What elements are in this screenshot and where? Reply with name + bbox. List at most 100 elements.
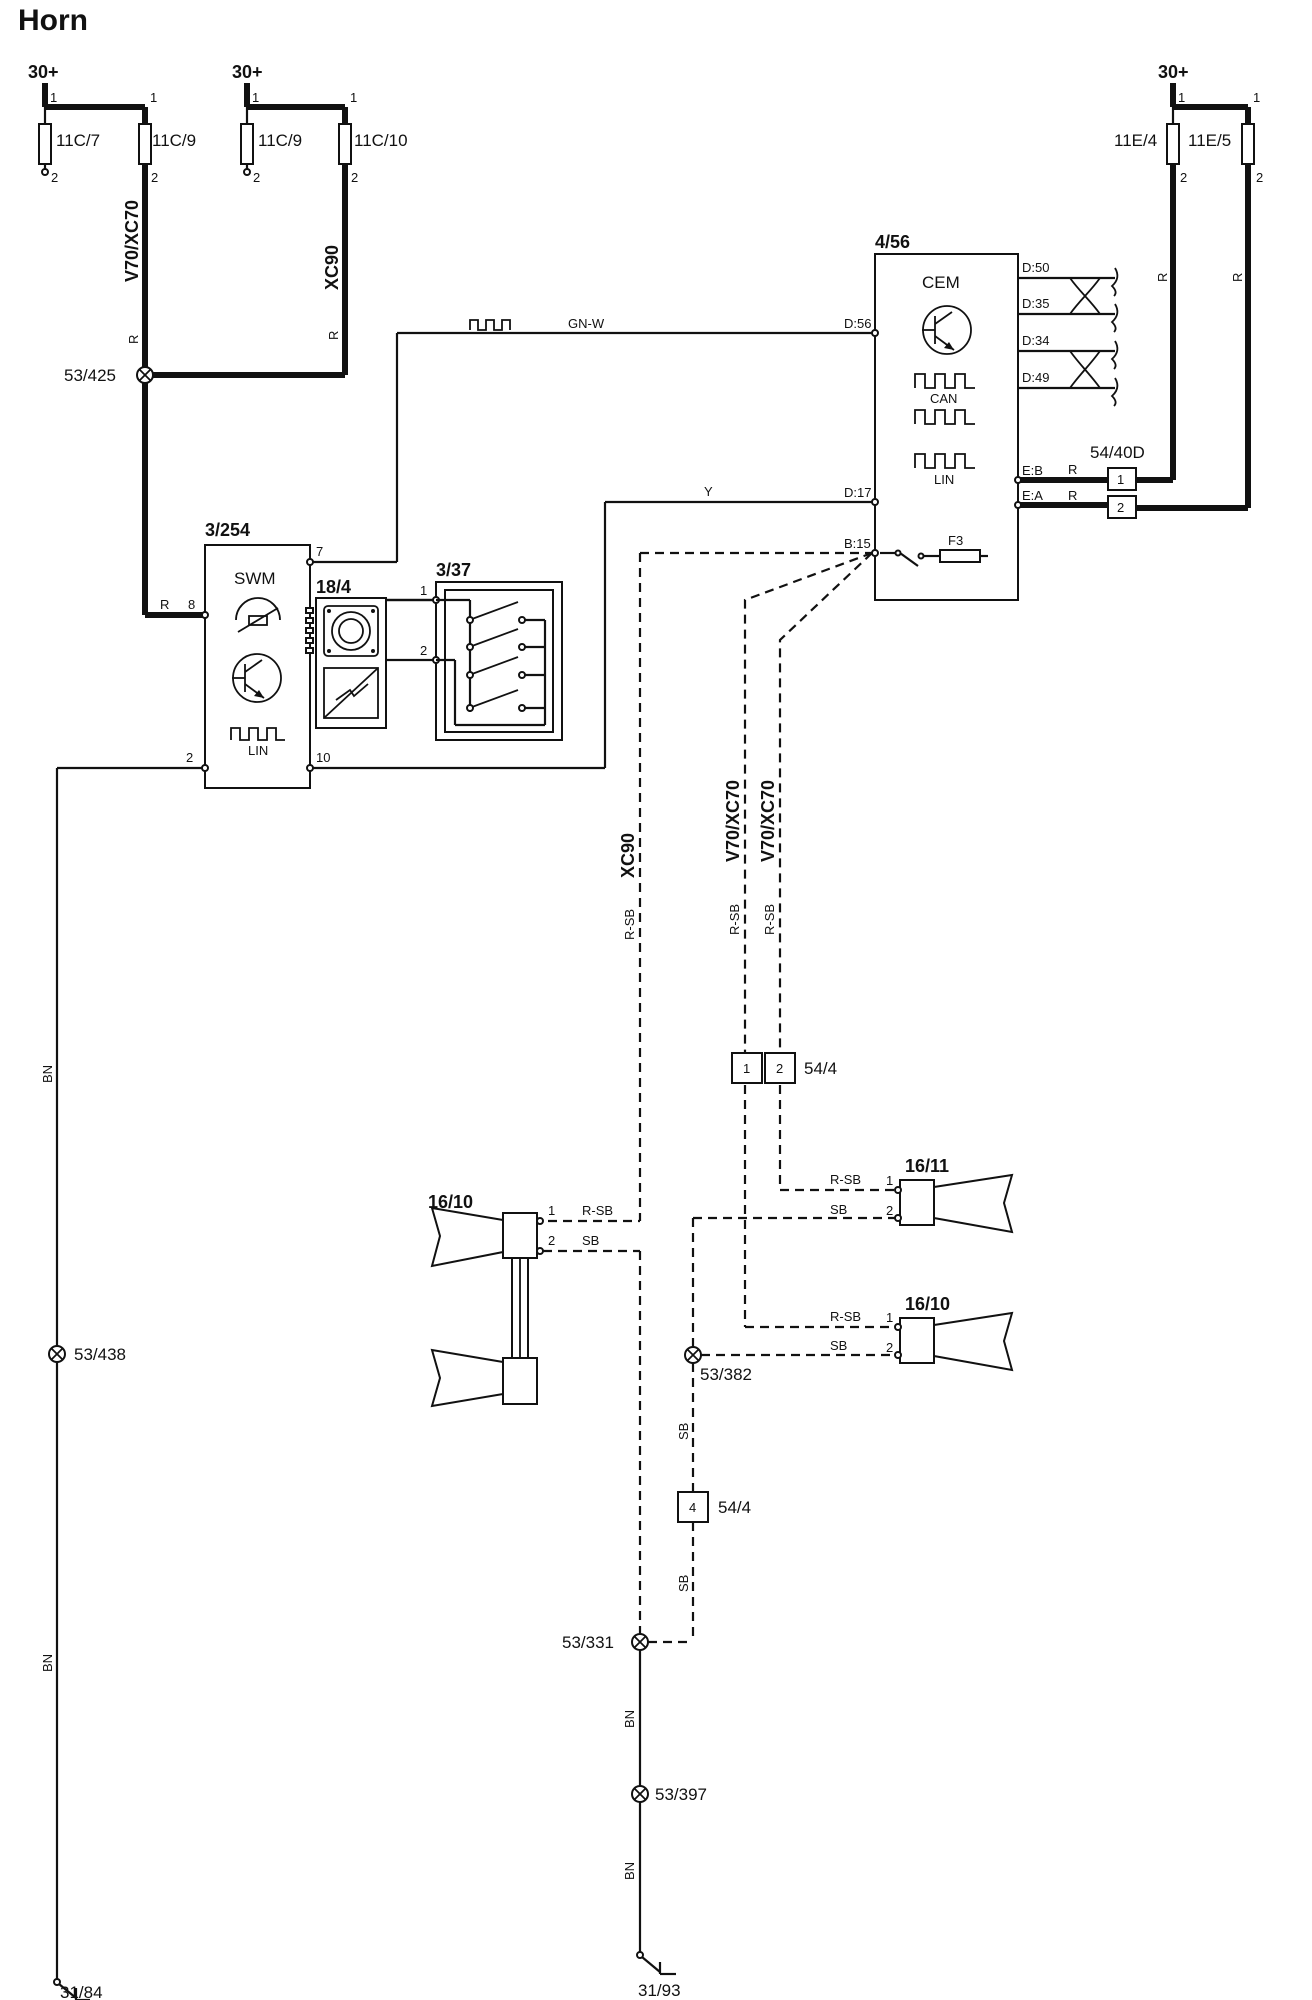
- svg-text:53/331: 53/331: [562, 1633, 614, 1652]
- svg-text:2: 2: [51, 170, 58, 185]
- transistor-icon: [232, 653, 282, 703]
- svg-text:V70/XC70: V70/XC70: [723, 780, 743, 862]
- cem-id: 4/56: [875, 232, 910, 252]
- connector-54-4-bottom: 4 54/4: [677, 1491, 751, 1523]
- transistor-icon: [922, 305, 972, 355]
- svg-text:B:15: B:15: [844, 536, 871, 551]
- horn-16-10-right: 16/10 1 2 SB: [830, 1294, 1014, 1372]
- svg-text:2: 2: [420, 643, 427, 658]
- svg-text:GN-W: GN-W: [568, 316, 605, 331]
- svg-text:V70/XC70: V70/XC70: [758, 780, 778, 862]
- splice-53-397: 53/397: [631, 1785, 707, 1804]
- svg-text:BN: BN: [40, 1065, 55, 1083]
- svg-text:E:A: E:A: [1022, 488, 1043, 503]
- svg-text:Y: Y: [704, 484, 713, 499]
- switch-contact: [466, 689, 545, 712]
- switch-contact: [466, 628, 545, 651]
- switch-contact: [466, 601, 545, 624]
- svg-text:BN: BN: [40, 1654, 55, 1672]
- svg-text:2: 2: [548, 1233, 555, 1248]
- svg-text:54/4: 54/4: [804, 1059, 837, 1078]
- variant-label-v70xc70: V70/XC70: [122, 200, 142, 282]
- svg-text:R-SB: R-SB: [622, 909, 637, 940]
- wire-r-sb-v70-2: V70/XC70 R-SB R-SB: [758, 552, 898, 1192]
- fuse-11e5: 11E/5 2: [1188, 123, 1263, 185]
- svg-text:SB: SB: [582, 1233, 599, 1248]
- svg-text:R: R: [160, 597, 169, 612]
- horn-16-10-left: 16/10 1 2 R-SB SB: [428, 1192, 613, 1408]
- svg-text:16/11: 16/11: [905, 1156, 949, 1176]
- svg-text:31/93: 31/93: [638, 1981, 681, 2000]
- fuse-11c10: 11C/10 2: [338, 123, 408, 185]
- svg-text:1: 1: [1117, 472, 1124, 487]
- supply-label-right: 30+: [1158, 62, 1189, 82]
- wire-y: Y: [312, 484, 872, 770]
- fuse-group-right: 30+ 1 1 11E/4 2 11E/5 2 R R: [1114, 62, 1263, 508]
- cem-relay-fuse-icon: F3: [880, 533, 988, 567]
- svg-text:2: 2: [1180, 170, 1187, 185]
- fuse-11c9-right: 11C/9 2: [240, 107, 302, 185]
- svg-text:3/37: 3/37: [436, 560, 471, 580]
- svg-text:53/397: 53/397: [655, 1785, 707, 1804]
- splice-53-425: 53/425: [64, 366, 154, 385]
- wire-gn-w: GN-W: [312, 316, 872, 564]
- svg-text:2: 2: [151, 170, 158, 185]
- wire-r-sb-v70-1: V70/XC70 R-SB R-SB: [723, 551, 898, 1329]
- svg-text:1: 1: [548, 1203, 555, 1218]
- svg-text:R-SB: R-SB: [582, 1203, 613, 1218]
- connector-54-40d: 1 2 54/40D: [1090, 443, 1145, 519]
- svg-text:BN: BN: [622, 1710, 637, 1728]
- svg-text:11C/7: 11C/7: [56, 131, 100, 150]
- svg-text:R: R: [326, 331, 341, 340]
- swm-module: 3/254 SWM LIN 7 10 2: [186, 520, 330, 789]
- svg-text:R: R: [1155, 273, 1170, 282]
- ground-31-93: 31/93: [636, 1951, 681, 2000]
- fuse-11e4: 11E/4 2: [1114, 107, 1187, 185]
- wire-r-sb-xc90: XC90 R-SB: [548, 551, 872, 1223]
- wire-bn-right: BN BN: [622, 1650, 642, 1955]
- svg-text:18/4: 18/4: [316, 577, 351, 597]
- svg-text:1: 1: [743, 1061, 750, 1076]
- svg-text:1: 1: [1178, 90, 1185, 105]
- svg-text:2: 2: [186, 750, 193, 765]
- cem-module: 4/56 CEM CAN LIN: [844, 232, 1049, 601]
- svg-text:1: 1: [1253, 90, 1260, 105]
- svg-text:XC90: XC90: [618, 833, 638, 878]
- svg-text:31/84: 31/84: [60, 1983, 103, 2000]
- splice-53-438: 53/438: [48, 1345, 126, 1364]
- svg-text:1: 1: [886, 1310, 893, 1325]
- cem-name: CEM: [922, 273, 960, 292]
- wire-bn-left: BN BN: [40, 766, 203, 1982]
- svg-text:16/10: 16/10: [428, 1192, 473, 1212]
- svg-text:D:17: D:17: [844, 485, 871, 500]
- svg-text:2: 2: [253, 170, 260, 185]
- swm-id: 3/254: [205, 520, 250, 540]
- svg-text:R-SB: R-SB: [830, 1309, 861, 1324]
- svg-text:R: R: [1068, 462, 1077, 477]
- can-signal-icon: CAN: [914, 373, 975, 425]
- svg-text:54/40D: 54/40D: [1090, 443, 1145, 462]
- svg-text:SB: SB: [676, 1575, 691, 1592]
- svg-text:D:35: D:35: [1022, 296, 1049, 311]
- svg-text:R: R: [126, 335, 141, 344]
- svg-text:11E/5: 11E/5: [1188, 131, 1231, 150]
- svg-text:R: R: [1068, 488, 1077, 503]
- svg-text:BN: BN: [622, 1862, 637, 1880]
- svg-text:8: 8: [188, 597, 195, 612]
- diagram-title: Horn: [18, 4, 88, 37]
- svg-text:1: 1: [50, 90, 57, 105]
- svg-text:SB: SB: [830, 1338, 847, 1353]
- splice-53-331: 53/331: [562, 1633, 649, 1652]
- svg-text:CAN: CAN: [930, 391, 957, 406]
- svg-text:7: 7: [316, 544, 323, 559]
- svg-text:10: 10: [316, 750, 330, 765]
- svg-text:2: 2: [886, 1203, 893, 1218]
- svg-text:1: 1: [150, 90, 157, 105]
- svg-text:F3: F3: [948, 533, 963, 548]
- svg-text:11E/4: 11E/4: [1114, 131, 1157, 150]
- svg-text:53/438: 53/438: [74, 1345, 126, 1364]
- svg-text:D:56: D:56: [844, 316, 871, 331]
- svg-text:LIN: LIN: [248, 743, 268, 758]
- supply-label-left: 30+: [28, 62, 59, 82]
- steering-angle-sensor-icon: [235, 597, 281, 633]
